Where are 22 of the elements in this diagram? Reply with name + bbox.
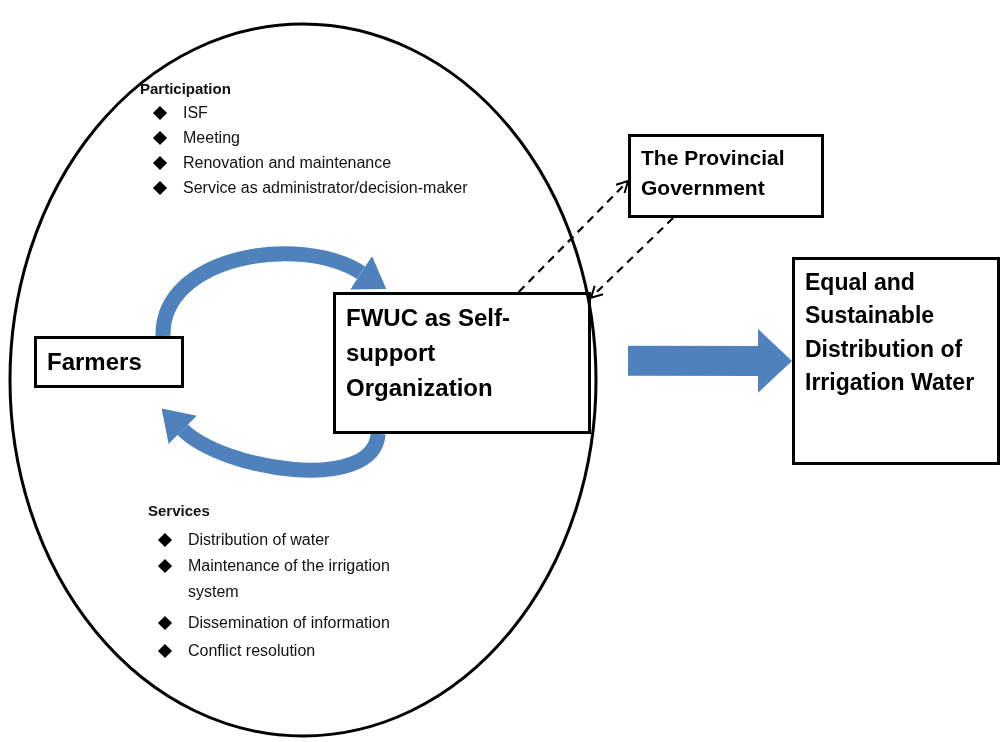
curved-arrow: [159, 411, 386, 478]
text-box: [628, 134, 824, 218]
text-box: [34, 336, 184, 388]
list-heading: Participation: [140, 79, 231, 99]
dashed-arrow: [517, 180, 629, 293]
list-item: Service as administrator/decision-maker: [183, 178, 469, 198]
text-box: [333, 292, 591, 434]
text-box: [792, 257, 1000, 465]
box-label: FWUC as Self-support Organization: [346, 303, 511, 403]
list-item: Distribution of water: [188, 530, 330, 550]
list-item: ISF: [183, 103, 208, 123]
dashed-arrow: [590, 217, 674, 299]
list-item: Renovation and maintenance: [183, 153, 392, 173]
list-item: Conflict resolution: [188, 641, 316, 661]
list-item: Dissemination of information: [188, 613, 390, 633]
list-item: Maintenance of the irrigation system: [188, 556, 391, 602]
block-arrow: [628, 328, 792, 393]
box-label: Farmers: [47, 347, 143, 377]
box-label: The Provincial Government: [641, 145, 786, 202]
list-item: Meeting: [183, 128, 240, 148]
list-heading: Services: [148, 501, 210, 521]
box-label: Equal and Sustainable Distribution of Irrigation Water: [805, 268, 976, 398]
